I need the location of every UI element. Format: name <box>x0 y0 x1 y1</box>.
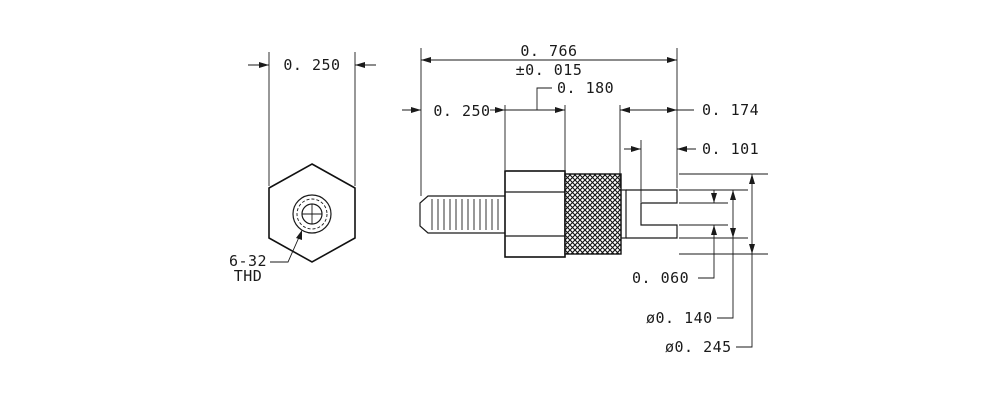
arrowhead-icon <box>711 225 717 235</box>
knurl-length-label: 0. 180 <box>557 79 614 97</box>
arrowhead-icon <box>296 230 302 240</box>
arrowhead-icon <box>749 174 755 184</box>
threaded-stud <box>419 195 505 234</box>
arrowhead-icon <box>730 228 736 238</box>
side-view: 0. 766 ±0. 015 0. 250 0. 180 0. 174 0. 1… <box>402 42 768 356</box>
thread-type-label: THD <box>234 267 263 285</box>
arrowhead-icon <box>667 107 677 113</box>
knurled-section <box>564 173 622 255</box>
arrowhead-icon <box>749 244 755 254</box>
arrowhead-icon <box>495 107 505 113</box>
fork-tine-lower <box>626 214 678 239</box>
arrowhead-icon <box>730 190 736 200</box>
fork-diameter-label: ø0. 140 <box>646 309 713 327</box>
arrowhead-icon <box>555 107 565 113</box>
thread-hole-outer <box>292 194 332 234</box>
fork-length-label: 0. 174 <box>702 101 759 119</box>
hex-body <box>504 170 566 258</box>
arrowhead-icon <box>667 57 677 63</box>
overall-length-label: 0. 766 <box>520 42 577 60</box>
thread-callout-leader <box>270 234 301 263</box>
body-diameter-label: ø0. 245 <box>665 338 732 356</box>
end-view: 0. 250 6-32 THD <box>229 52 376 285</box>
neck <box>620 189 627 239</box>
slot-width-label: 0. 060 <box>632 269 689 287</box>
hex-outline <box>268 163 356 263</box>
body-dia-line <box>736 174 753 348</box>
hex-width-label: 0. 250 <box>283 56 340 74</box>
thread-size-label: 6-32 <box>229 252 267 270</box>
fork-tine-upper <box>626 189 678 214</box>
arrowhead-icon <box>355 62 365 68</box>
arrowhead-icon <box>711 193 717 203</box>
thread-grooves <box>431 199 499 230</box>
overall-tolerance-label: ±0. 015 <box>516 61 583 79</box>
arrowhead-icon <box>631 146 641 152</box>
arrowhead-icon <box>620 107 630 113</box>
slot-width-lower <box>698 225 715 279</box>
arrowhead-icon <box>259 62 269 68</box>
arrowhead-icon <box>411 107 421 113</box>
knurl-leader <box>536 87 552 110</box>
thread-length-label: 0. 250 <box>433 102 490 120</box>
thread-hole-dashed <box>296 198 328 230</box>
arrowhead-icon <box>677 146 687 152</box>
slot-depth-label: 0. 101 <box>702 140 759 158</box>
arrowhead-icon <box>421 57 431 63</box>
